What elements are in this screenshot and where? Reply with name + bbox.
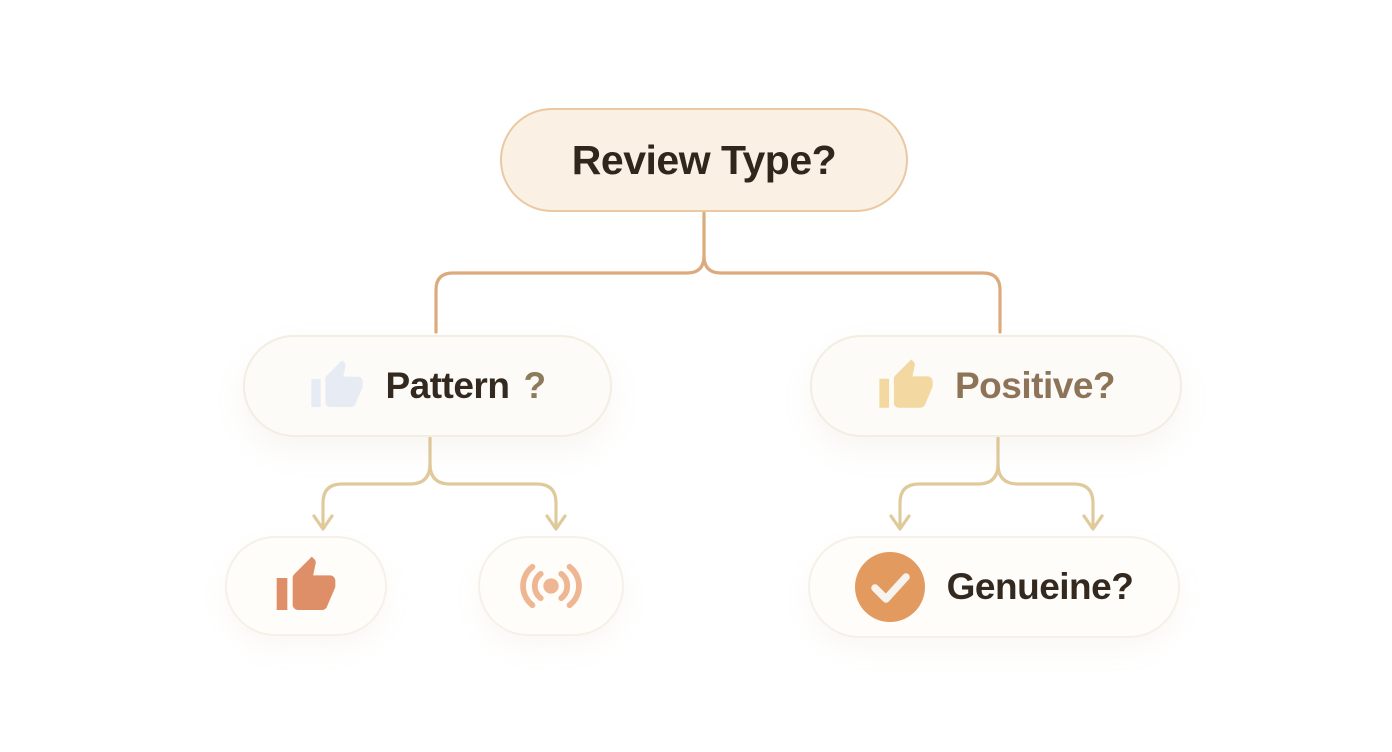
node-review-type: Review Type? [500,108,908,212]
review-type-label: Review Type? [571,136,837,183]
arrowhead-genuine-left [889,514,911,531]
thumbs-up-tan-icon [879,359,933,408]
node-positive: Positive? [810,335,1182,437]
node-thumbs-up-leaf [225,536,387,636]
connector-pattern-to-broadcast [428,462,558,529]
thumbs-up-salmon-icon [276,556,336,610]
connector-root-to-positive [702,254,1002,334]
pattern-label: Pattern [385,365,510,406]
connector-positive-to-genuine-right [996,462,1095,529]
node-broadcast-leaf [478,536,624,636]
arrowhead-thumb [312,514,334,531]
connector-root-to-pattern [434,211,706,334]
connector-positive-to-genuine-left [898,436,1000,529]
arrowhead-genuine-right [1082,514,1104,531]
node-pattern: Pattern ? [243,335,612,437]
broadcast-signal-icon [520,563,582,609]
thumbs-up-ghost-icon [311,360,364,407]
positive-label: Positive? [955,365,1116,406]
genuine-label: Genueine? [946,566,1134,607]
connector-pattern-to-thumb [321,436,432,529]
pattern-question-mark: ? [523,365,546,406]
check-circle-icon [854,552,925,622]
node-genuine: Genueine? [808,536,1180,638]
arrowhead-broadcast [545,514,567,531]
